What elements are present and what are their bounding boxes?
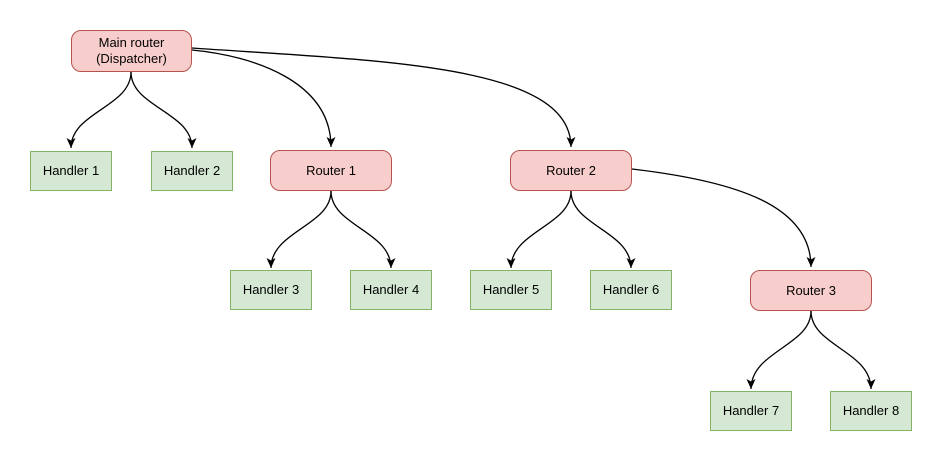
node-label: Handler 1 <box>42 163 100 178</box>
node-label: Router 2 <box>546 162 596 178</box>
node-handler4: Handler 4 <box>350 270 432 310</box>
edge-router3-handler8 <box>810 310 876 390</box>
node-router3: Router 3 <box>750 270 872 311</box>
edge-main-handler2 <box>130 71 197 149</box>
node-label: Handler 2 <box>163 163 221 178</box>
node-label: Handler 6 <box>602 282 660 297</box>
node-label: Handler 3 <box>242 282 300 297</box>
node-router1: Router 1 <box>270 150 392 191</box>
node-handler7: Handler 7 <box>710 391 792 431</box>
node-label: Main router (Dispatcher) <box>96 35 167 66</box>
node-label: Router 3 <box>786 282 836 298</box>
node-handler1: Handler 1 <box>30 151 112 191</box>
edge-router2-handler5 <box>506 190 572 269</box>
edge-router1-handler3 <box>266 190 332 269</box>
node-label: Handler 8 <box>842 403 900 418</box>
node-handler5: Handler 5 <box>470 270 552 310</box>
node-handler2: Handler 2 <box>151 151 233 191</box>
node-router2: Router 2 <box>510 150 632 191</box>
node-handler8: Handler 8 <box>830 391 912 431</box>
edge-router3-handler7 <box>746 310 812 390</box>
node-label: Handler 7 <box>722 403 780 418</box>
node-handler3: Handler 3 <box>230 270 312 310</box>
edge-main-router2 <box>191 47 576 148</box>
node-main: Main router (Dispatcher) <box>71 30 192 72</box>
node-label: Handler 4 <box>362 282 420 297</box>
edge-main-handler1 <box>66 71 132 149</box>
edge-main-router1 <box>191 49 336 148</box>
node-label: Router 1 <box>306 162 356 178</box>
edge-router2-router3 <box>631 168 816 268</box>
edge-router1-handler4 <box>330 190 396 269</box>
node-label: Handler 5 <box>482 282 540 297</box>
node-handler6: Handler 6 <box>590 270 672 310</box>
edge-router2-handler6 <box>570 190 636 269</box>
